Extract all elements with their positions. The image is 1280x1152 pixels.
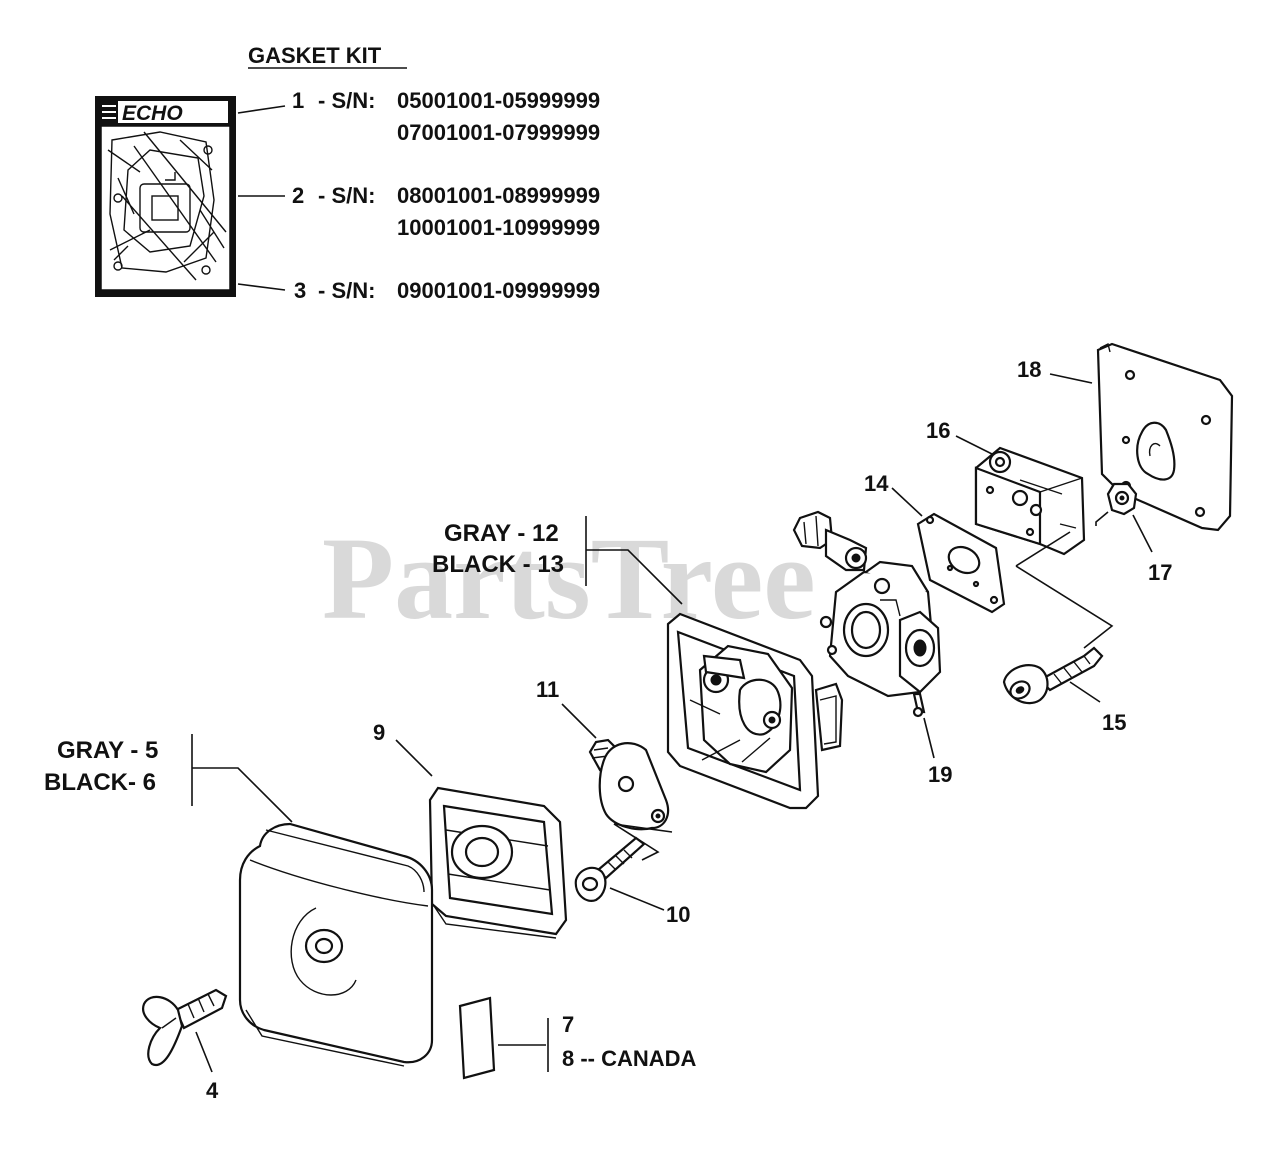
kit-entry-2: 2 - S/N: 08001001-08999999 10001001-1099… (292, 183, 600, 240)
kit-entry-range: 10001001-10999999 (397, 215, 600, 240)
leader-line-17-path (1095, 511, 1109, 526)
callout-case-gray: GRAY - 12 (444, 520, 559, 547)
callout-cover-gray: GRAY - 5 (57, 737, 158, 764)
part-16-insulator (974, 446, 1086, 556)
kit-entry-item: 2 (292, 183, 304, 208)
leader-line-4 (195, 1031, 213, 1073)
callout-17: 17 (1148, 560, 1172, 585)
kit-entry-range: 05001001-05999999 (397, 88, 600, 113)
leader-line-19 (923, 717, 935, 759)
leader-line-kit-1 (237, 105, 286, 114)
leader-line-10 (609, 887, 665, 911)
part-7-8-label (458, 996, 496, 1080)
echo-logo-text: ECHO (122, 102, 183, 125)
kit-entry-sn-label: - S/N: (318, 88, 375, 113)
kit-entry-1: 1 - S/N: 05001001-05999999 07001001-0799… (292, 88, 600, 145)
callout-8: 8 -- CANADA (562, 1046, 697, 1071)
leader-line-16 (955, 435, 993, 455)
callout-7: 7 (562, 1012, 574, 1037)
gasket-kit-package-image: ECHO (95, 96, 236, 297)
part-15-bolt (1002, 646, 1104, 705)
part-14-carb-gasket (916, 512, 1006, 614)
leader-line-15-path (1015, 565, 1114, 649)
leader-line-kit-3 (237, 283, 286, 291)
kit-entry-range: 09001001-09999999 (397, 278, 600, 303)
leader-line-18 (1049, 373, 1093, 384)
part-11-choke-plate (588, 738, 670, 831)
kit-entry-sn-label: - S/N: (318, 183, 375, 208)
leader-line-17 (1132, 514, 1153, 553)
echo-logo: ECHO (102, 101, 228, 125)
callout-14: 14 (864, 471, 889, 496)
leader-line-9 (395, 739, 433, 777)
kit-entry-item: 3 (294, 278, 306, 303)
callout-16: 16 (926, 418, 950, 443)
leader-line-14 (891, 487, 923, 517)
callout-10: 10 (666, 902, 690, 927)
part-9-air-filter (428, 786, 568, 939)
callout-19: 19 (928, 762, 952, 787)
callout-15: 15 (1102, 710, 1126, 735)
callout-18: 18 (1017, 357, 1041, 382)
carburetor (792, 510, 942, 718)
callout-cover-black: BLACK- 6 (44, 769, 156, 796)
kit-entry-sn-label: - S/N: (318, 278, 375, 303)
callout-case-black: BLACK - 13 (432, 551, 564, 578)
leader-line-11 (561, 703, 597, 739)
leader-line-15 (1069, 681, 1101, 703)
kit-entry-range: 08001001-08999999 (397, 183, 600, 208)
leader-line-5-6 (192, 767, 293, 823)
part-17-nut (1106, 482, 1138, 516)
part-4-wing-bolt (142, 988, 228, 1067)
gasket-kit-title: GASKET KIT (248, 43, 382, 68)
part-10-screw (574, 836, 646, 902)
kit-entry-item: 1 (292, 88, 304, 113)
kit-entry-range: 07001001-07999999 (397, 120, 600, 145)
part-5-6-air-cleaner-cover (238, 822, 434, 1067)
callout-11: 11 (536, 677, 559, 702)
part-12-13-air-cleaner-case (666, 612, 844, 810)
kit-entry-3: 3 - S/N: 09001001-09999999 (294, 278, 600, 303)
callout-4: 4 (206, 1078, 219, 1103)
watermark: PartsTree (322, 513, 816, 644)
leader-line-16-path (1015, 531, 1071, 567)
callout-9: 9 (373, 720, 385, 745)
leader-line-12-13 (586, 549, 683, 605)
